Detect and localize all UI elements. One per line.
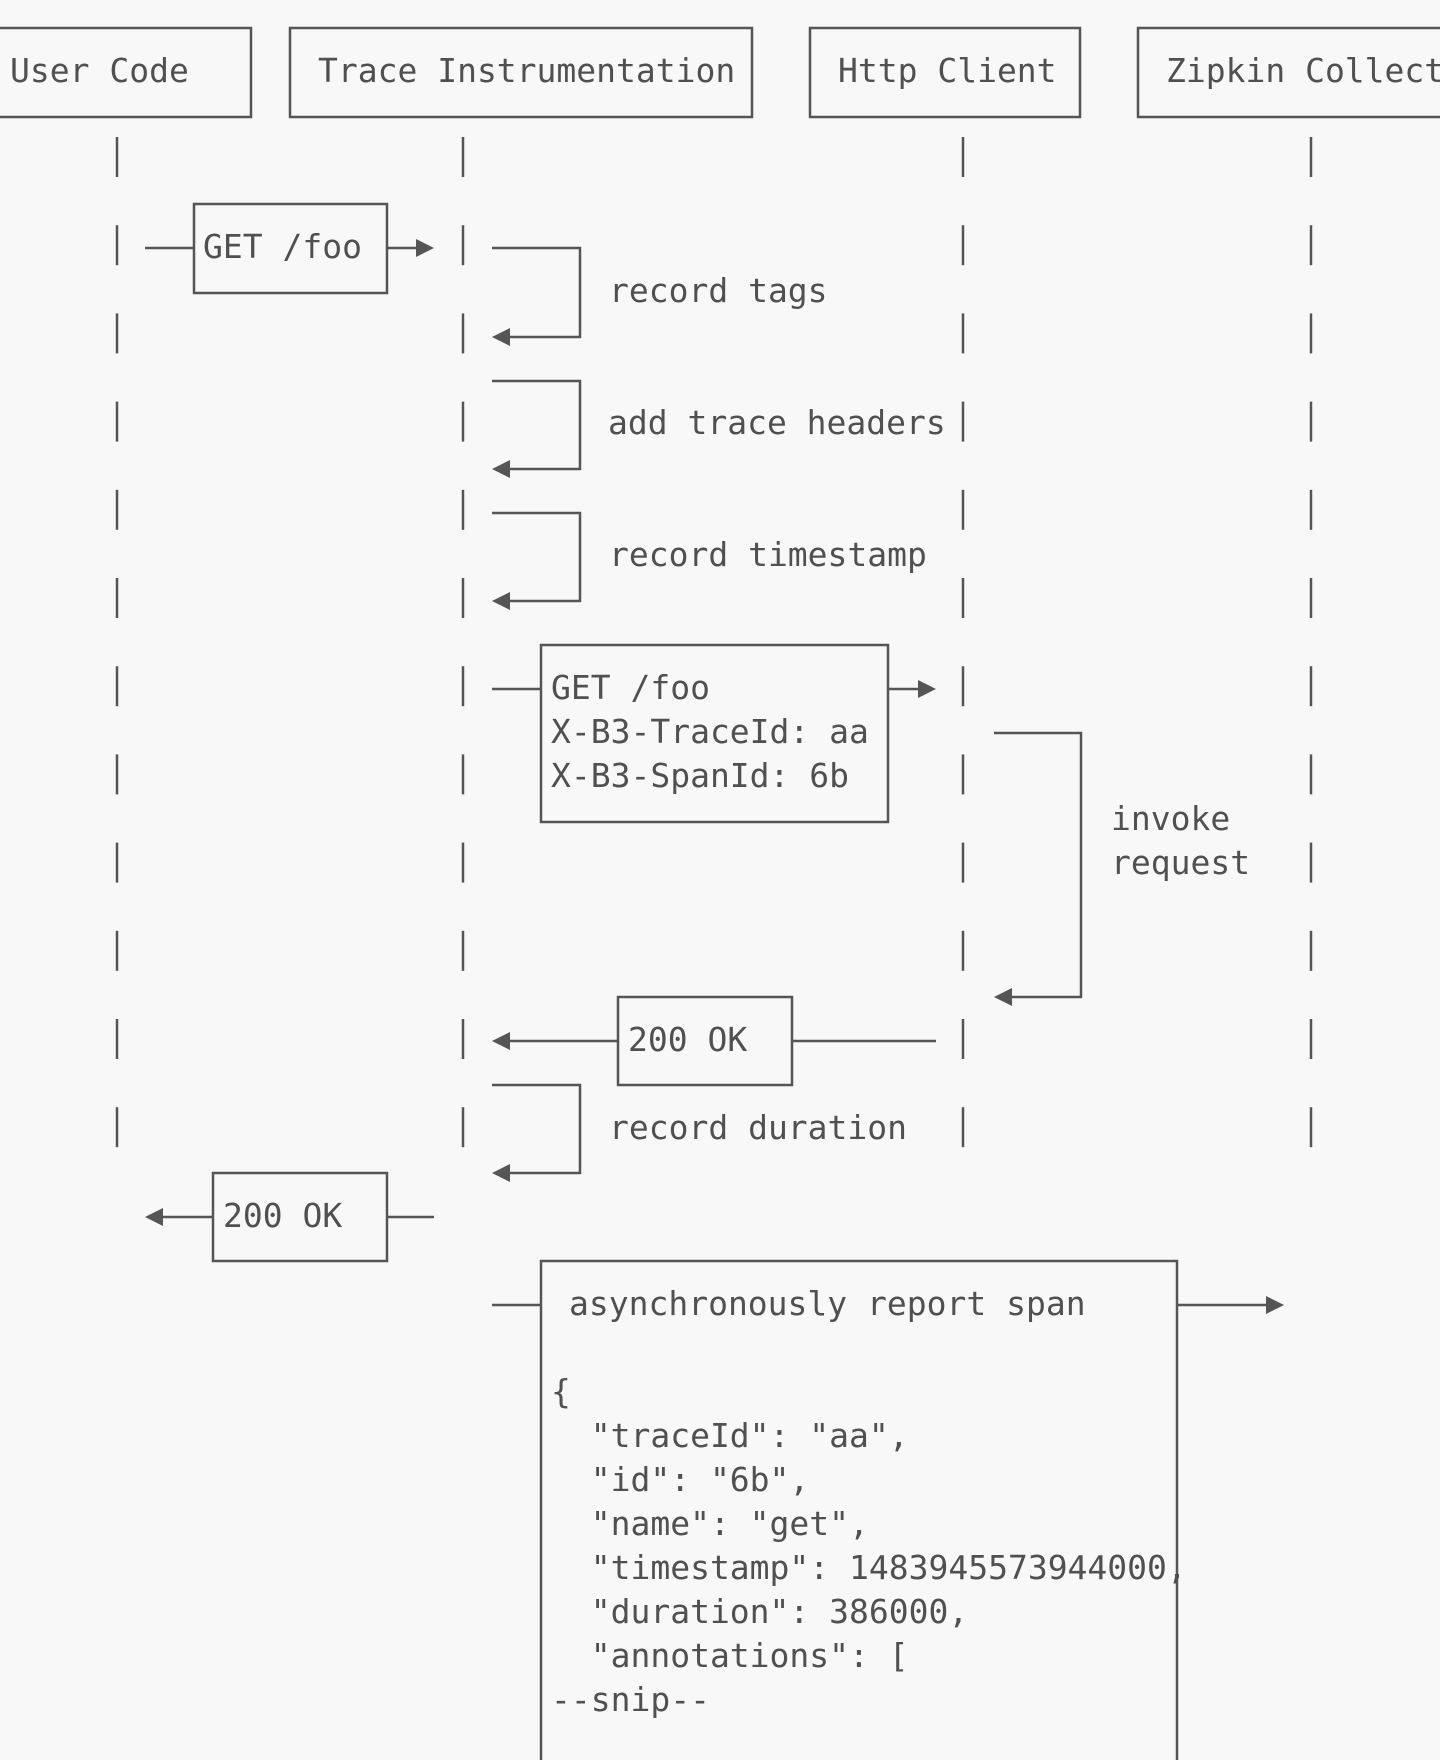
span-json-line: "annotations": [ xyxy=(551,1636,909,1675)
request-line: GET /foo xyxy=(551,668,710,707)
arrowhead xyxy=(492,1032,510,1050)
message-label: 200 OK xyxy=(223,1196,342,1235)
span-json-line: "name": "get", xyxy=(551,1504,869,1543)
span-json-line: "duration": 386000, xyxy=(551,1592,968,1631)
message-label: record timestamp xyxy=(609,535,927,574)
lifelines xyxy=(115,137,1313,1148)
arrowhead xyxy=(416,239,434,257)
arrowhead xyxy=(492,460,510,478)
message-label-line: invoke xyxy=(1111,799,1230,838)
arrowhead xyxy=(994,988,1012,1006)
participant-label: Zipkin Collect xyxy=(1166,51,1440,90)
message-200-ok-to-user: 200 OK xyxy=(145,1171,434,1263)
message-report-span: asynchronously report span { "traceId": … xyxy=(492,1259,1284,1760)
message-label: GET /foo xyxy=(203,227,362,266)
span-json-line: "traceId": "aa", xyxy=(551,1416,909,1455)
arrowhead xyxy=(492,592,510,610)
message-200-ok-from-client: 200 OK xyxy=(492,995,936,1087)
arrowhead xyxy=(145,1208,163,1226)
message-label: add trace headers xyxy=(608,403,946,442)
self-call-invoke-request: invoke request xyxy=(994,731,1250,1006)
span-json-line: { xyxy=(551,1372,571,1411)
span-id-header: X-B3-SpanId: 6b xyxy=(551,756,849,795)
message-label: record duration xyxy=(609,1108,907,1147)
message-label: record tags xyxy=(609,271,828,310)
participant-label: Http Client xyxy=(838,51,1057,90)
arrowhead xyxy=(492,1164,510,1182)
arrowhead xyxy=(918,680,936,698)
message-label-line: request xyxy=(1111,843,1250,882)
span-json-line: "id": "6b", xyxy=(551,1460,809,1499)
self-call-record-tags: record tags xyxy=(492,246,828,346)
span-json-line: "timestamp": 1483945573944000, xyxy=(551,1548,1187,1587)
report-title: asynchronously report span xyxy=(569,1284,1086,1323)
message-http-request: GET /foo X-B3-TraceId: aa X-B3-SpanId: 6… xyxy=(492,643,936,824)
participant-label: Trace Instrumentation xyxy=(318,51,735,90)
message-get-foo: GET /foo xyxy=(145,202,434,295)
self-call-record-duration: record duration xyxy=(492,1083,907,1182)
participant-http-client: Http Client xyxy=(808,26,1082,119)
trace-id-header: X-B3-TraceId: aa xyxy=(551,712,869,751)
span-json-line: --snip-- xyxy=(551,1680,710,1719)
participant-trace-instrumentation: Trace Instrumentation xyxy=(288,26,754,119)
participant-zipkin-collector: Zipkin Collect xyxy=(1136,26,1440,119)
arrowhead xyxy=(1266,1296,1284,1314)
arrowhead xyxy=(492,328,510,346)
participant-user-code: User Code xyxy=(0,26,253,119)
self-call-record-timestamp: record timestamp xyxy=(492,511,927,610)
participant-label: User Code xyxy=(10,51,189,90)
self-call-add-trace-headers: add trace headers xyxy=(492,379,946,478)
message-label: 200 OK xyxy=(628,1020,747,1059)
